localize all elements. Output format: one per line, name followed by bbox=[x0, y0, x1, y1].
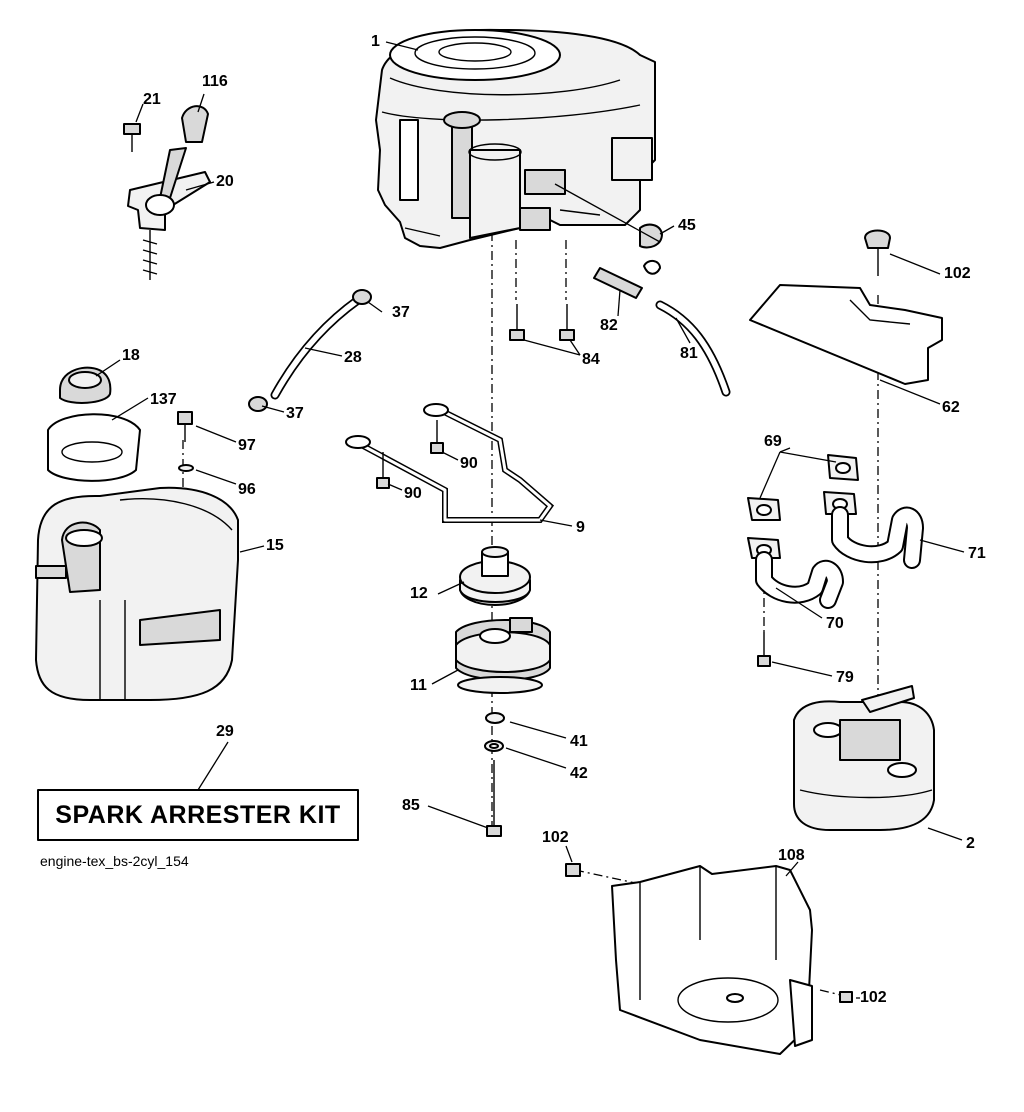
callout-71: 71 bbox=[968, 545, 986, 562]
spark-arrester-kit: SPARK ARRESTER KIT bbox=[37, 789, 359, 841]
fuel-cap-assembly bbox=[47, 366, 141, 482]
callout-1: 1 bbox=[371, 33, 380, 50]
muffler bbox=[793, 685, 935, 831]
callout-69: 69 bbox=[764, 433, 782, 450]
callout-70: 70 bbox=[826, 615, 844, 632]
engine-mount-bolts bbox=[509, 304, 575, 341]
callout-137: 137 bbox=[150, 391, 177, 408]
callout-62: 62 bbox=[942, 399, 960, 416]
callout-37-lower: 37 bbox=[286, 405, 304, 422]
spark-arrester-label: SPARK ARRESTER KIT bbox=[55, 801, 340, 829]
fuel-tank bbox=[35, 486, 239, 701]
callout-9: 9 bbox=[576, 519, 585, 536]
callout-20: 20 bbox=[216, 173, 234, 190]
callout-12: 12 bbox=[410, 585, 428, 602]
callout-79: 79 bbox=[836, 669, 854, 686]
callout-102-bottom: 102 bbox=[860, 989, 887, 1006]
exhaust-system bbox=[747, 454, 924, 667]
callout-37-upper: 37 bbox=[392, 304, 410, 321]
callout-15: 15 bbox=[266, 537, 284, 554]
throttle-control bbox=[123, 105, 211, 280]
pulley bbox=[459, 546, 531, 606]
callout-82: 82 bbox=[600, 317, 618, 334]
hose-clamp-upper bbox=[352, 289, 372, 305]
hose-clamp-lower bbox=[248, 396, 268, 412]
callout-21: 21 bbox=[143, 91, 161, 108]
callout-102-mid: 102 bbox=[542, 829, 569, 846]
callout-2: 2 bbox=[966, 835, 975, 852]
electric-clutch bbox=[455, 617, 551, 694]
callout-11: 11 bbox=[410, 677, 427, 694]
engine-bracket bbox=[345, 403, 555, 523]
callout-29: 29 bbox=[216, 723, 234, 740]
callout-leader-lines bbox=[95, 41, 965, 999]
callout-90-upper: 90 bbox=[460, 455, 478, 472]
fuel-line bbox=[248, 289, 372, 412]
callout-42: 42 bbox=[570, 765, 588, 782]
callout-28: 28 bbox=[344, 349, 362, 366]
callout-90-lower: 90 bbox=[404, 485, 422, 502]
callout-116: 116 bbox=[202, 73, 228, 90]
callout-96: 96 bbox=[238, 481, 256, 498]
callout-97: 97 bbox=[238, 437, 256, 454]
oil-drain-assembly bbox=[593, 223, 731, 397]
callout-108: 108 bbox=[778, 847, 805, 864]
callout-85: 85 bbox=[402, 797, 420, 814]
drawing-code: engine-tex_bs-2cyl_154 bbox=[40, 853, 189, 869]
engine bbox=[375, 28, 656, 249]
tank-screw-washer bbox=[177, 411, 194, 472]
clutch-washers-bolt bbox=[484, 712, 505, 837]
callout-81: 81 bbox=[680, 345, 698, 362]
heat-shield bbox=[749, 229, 943, 385]
callout-84: 84 bbox=[582, 351, 600, 368]
engine-shield bbox=[565, 863, 853, 1055]
callout-41: 41 bbox=[570, 733, 588, 750]
callout-45: 45 bbox=[678, 217, 696, 234]
callout-18: 18 bbox=[122, 347, 140, 364]
callout-102-top: 102 bbox=[944, 265, 971, 282]
callout-numbers: 1 116 21 20 45 102 37 82 81 84 28 18 37 … bbox=[122, 33, 986, 1006]
